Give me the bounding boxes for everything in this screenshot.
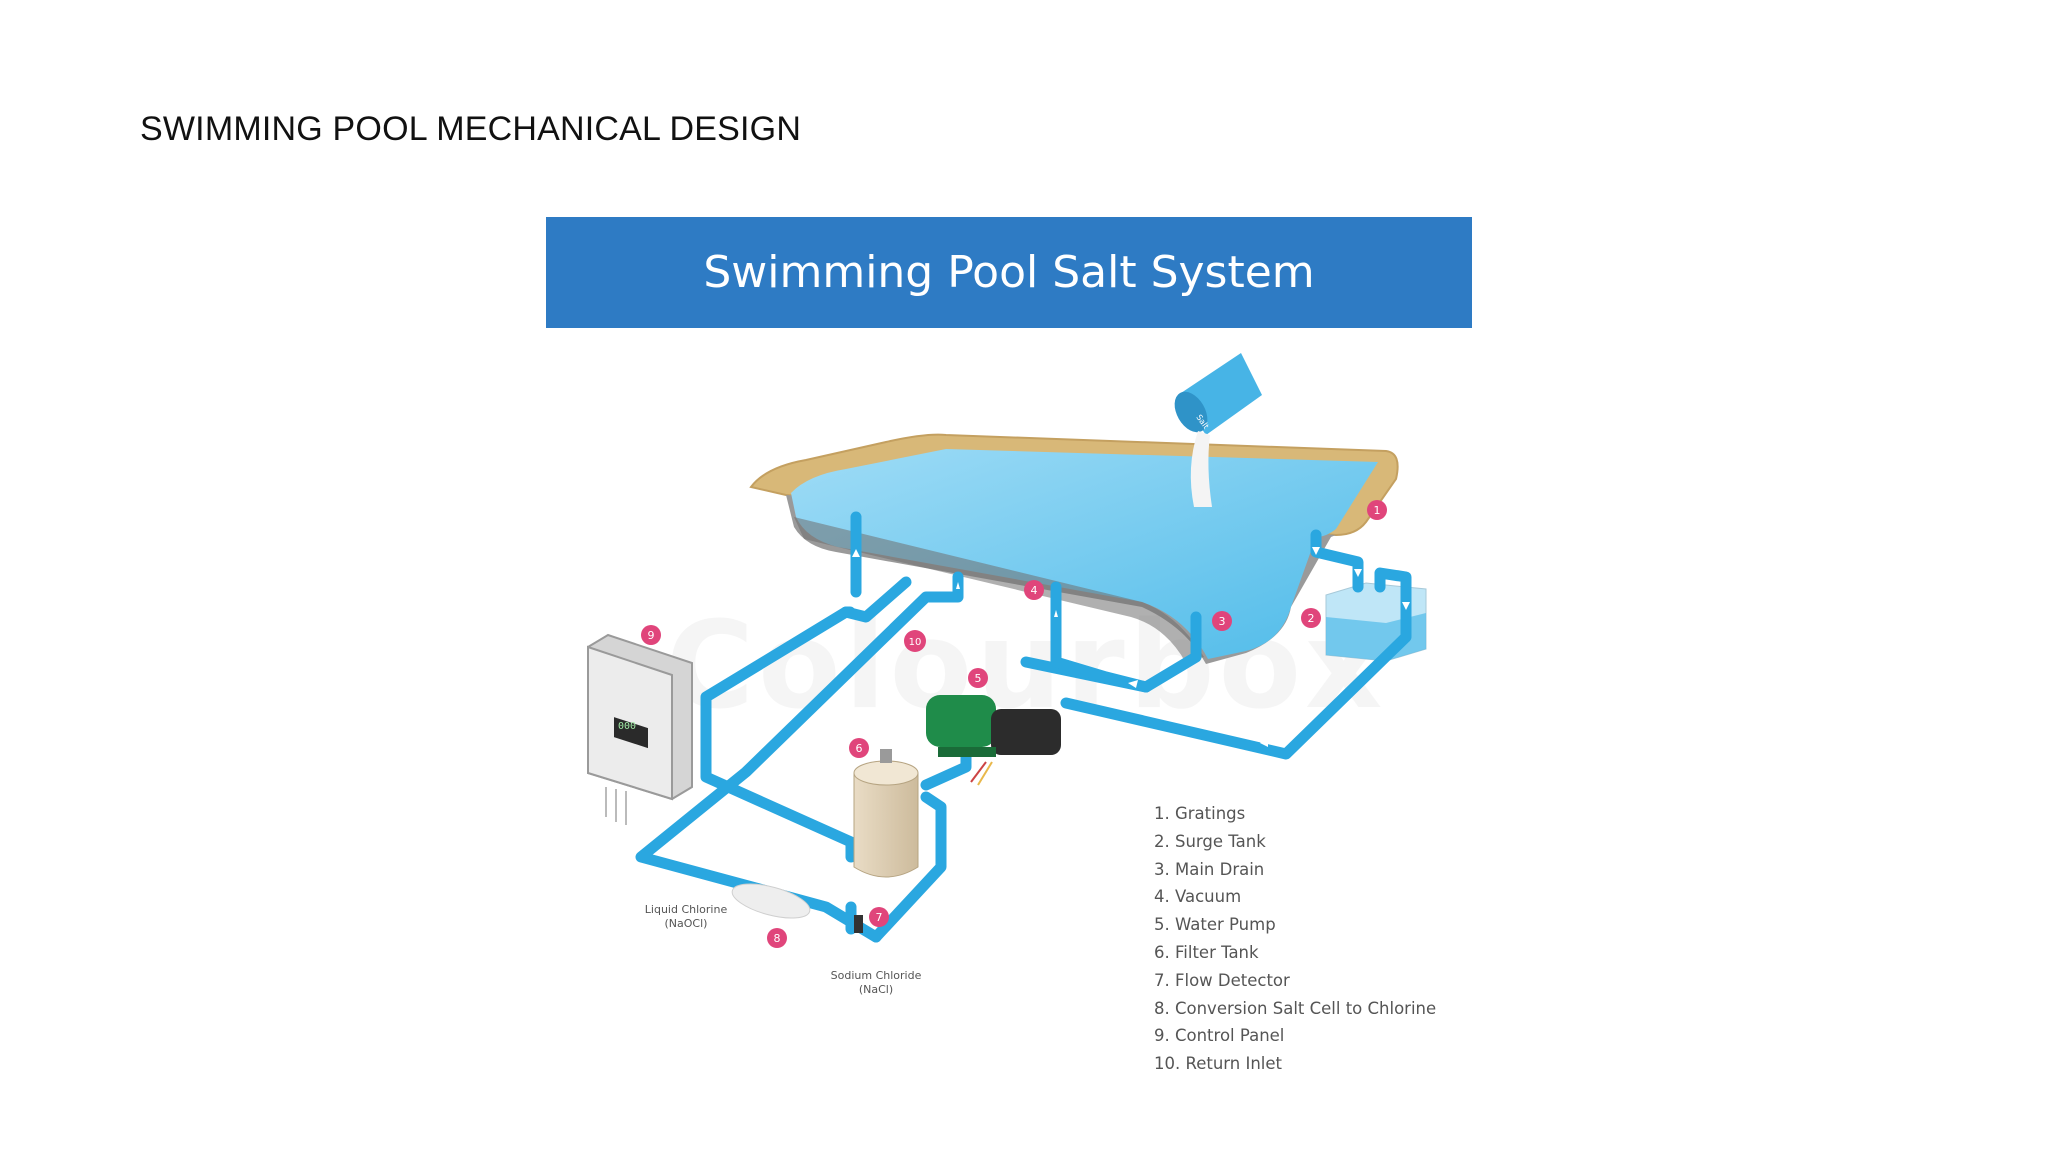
pipe-network: [635, 511, 1412, 943]
liquid-chlorine-line-2: (NaOCl): [664, 917, 708, 930]
pool-system-illustration: Salt 000: [587, 353, 1427, 948]
panel-display: 000: [618, 721, 636, 732]
marker-5: 5: [968, 668, 988, 688]
marker-9-label: 9: [648, 629, 655, 642]
sodium-chloride-line-1: Sodium Chloride: [830, 969, 922, 982]
marker-10-label: 10: [909, 637, 922, 648]
marker-9: 9: [641, 625, 661, 645]
legend-item: 1. Gratings: [1154, 804, 1246, 823]
legend-item: 10. Return Inlet: [1154, 1054, 1283, 1074]
legend-item: 9. Control Panel: [1154, 1026, 1285, 1046]
legend-item: 5. Water Pump: [1154, 915, 1276, 935]
salt-bucket: Salt: [1174, 353, 1262, 435]
marker-4: 4: [1024, 580, 1044, 600]
filter-tank: [853, 749, 919, 878]
marker-7-label: 7: [876, 911, 883, 924]
marker-2: 2: [1301, 608, 1321, 628]
component-legend: 1. Gratings 2. Surge Tank 3. Main Drain …: [1154, 800, 1464, 1078]
legend-item: 4. Vacuum: [1154, 887, 1242, 907]
legend-item: 8. Conversion Salt Cell to Chlorine: [1154, 998, 1437, 1018]
legend-item: 6. Filter Tank: [1154, 942, 1259, 962]
marker-6: 6: [849, 738, 869, 758]
marker-5-label: 5: [975, 672, 982, 685]
slide-title: SWIMMING POOL MECHANICAL DESIGN: [140, 110, 802, 148]
legend-item: 7. Flow Detector: [1154, 970, 1290, 990]
salt-stream: [1190, 431, 1212, 507]
water-pump: [926, 695, 1061, 786]
diagram-title: Swimming Pool Salt System: [703, 247, 1315, 298]
legend-item: 2. Surge Tank: [1154, 831, 1266, 851]
pool-water: [791, 449, 1378, 659]
marker-6-label: 6: [856, 742, 863, 755]
pool-inner-wall: [794, 517, 1204, 663]
marker-1: 1: [1367, 500, 1387, 520]
marker-3: 3: [1212, 611, 1232, 631]
marker-1-label: 1: [1374, 504, 1381, 517]
marker-8: 8: [767, 928, 787, 948]
liquid-chlorine-line-1: Liquid Chlorine: [644, 903, 728, 916]
marker-4-label: 4: [1031, 584, 1038, 597]
pool-salt-system-figure: Swimming Pool Salt System Colourbox Salt: [546, 217, 1472, 1097]
sodium-chloride-line-2: (NaCl): [858, 983, 894, 996]
marker-7: 7: [869, 907, 889, 927]
liquid-chlorine-label: Liquid Chlorine (NaOCl): [626, 903, 746, 931]
marker-10: 10: [904, 630, 926, 652]
marker-2-label: 2: [1308, 612, 1315, 625]
diagram-banner: Swimming Pool Salt System: [546, 217, 1472, 328]
sodium-chloride-label: Sodium Chloride (NaCl): [816, 969, 936, 997]
marker-3-label: 3: [1219, 615, 1226, 628]
flow-detector: [854, 915, 863, 933]
legend-item: 3. Main Drain: [1154, 859, 1265, 879]
salt-cell: [731, 883, 811, 919]
control-panel: 000: [587, 633, 693, 825]
marker-8-label: 8: [774, 932, 781, 945]
